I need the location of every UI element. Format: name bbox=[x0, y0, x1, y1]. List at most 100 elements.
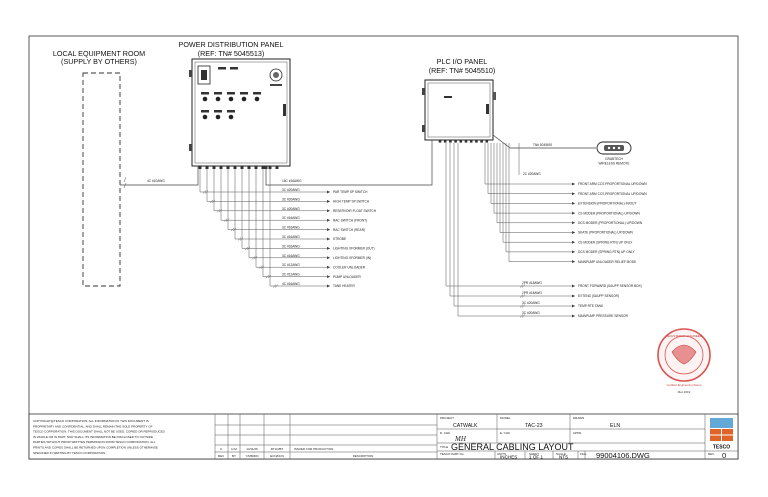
pdp-cable-spec: 3C #16AWG bbox=[282, 235, 300, 239]
pdp-title-line1: POWER DISTRIBUTION PANEL bbox=[179, 40, 284, 49]
plc-lower-destination: TEMP RTE TANK bbox=[578, 304, 604, 308]
plc-upper-destination: SKATE (PROPORTIONAL) UP/DOWN bbox=[578, 231, 633, 235]
model-label: MODEL bbox=[500, 416, 511, 420]
plc-lower-destination: EXTEND (SAUPP SENSOR) bbox=[578, 294, 619, 298]
model-value: TAC-23 bbox=[525, 423, 543, 429]
pdp-cable-destination: PAR TEMP SP SWITCH bbox=[333, 190, 368, 194]
copyright-line: PARTIES WITHOUT PRIOR WRITTEN PERMISSION… bbox=[33, 440, 156, 444]
room-title-line2: (SUPPLY BY OTHERS) bbox=[61, 57, 137, 66]
title-block-frame bbox=[28, 413, 739, 460]
plc-lower-cable-spec: 2PR #18AWG bbox=[522, 291, 542, 295]
sheet-label: SHEET bbox=[529, 452, 539, 456]
pdp-cable-destination: RESERVOIR FLOAT SWITCH bbox=[333, 209, 377, 213]
engineer-stamp: REGISTERED ENGINEER Certified Engineerin… bbox=[657, 328, 711, 394]
pdp-cable-spec: 3C #16AWG bbox=[282, 216, 300, 220]
drawing-title: GENERAL CABLING LAYOUT bbox=[451, 442, 574, 452]
echk-label: E. CHK. bbox=[500, 431, 511, 435]
pdp-meter-label bbox=[270, 84, 282, 86]
scale-label: SCALE bbox=[556, 452, 566, 456]
disconnect-handle bbox=[201, 70, 207, 80]
stamp-inner-ring bbox=[664, 335, 704, 375]
remote-label-line1: GRABTECH bbox=[605, 157, 623, 161]
pdp-cable-spec: 4C #16AWG bbox=[282, 282, 300, 286]
plc-trunk-cable: 2C #20AWG bbox=[523, 172, 541, 176]
stamp-line2: Certified Engineering Stamp bbox=[667, 383, 702, 387]
remote-cable-label: TN# 5045691 bbox=[533, 143, 553, 147]
plc-upper-destination: EXTENSION (PROPORTIONAL) IN/OUT bbox=[578, 202, 636, 206]
pilot-light-1 bbox=[202, 96, 208, 102]
pdp-hinge-bottom bbox=[189, 144, 192, 151]
pdp-cable-spec: 3C #12AWG bbox=[282, 263, 300, 267]
plc-title-line2: (REF: TN# 5045510) bbox=[429, 66, 496, 75]
copyright-notice: COPYRIGHT@TESCO CORPORATION, ALL INFORMA… bbox=[33, 419, 166, 455]
pdp-cable-destination: LIGHTING XFORMER (OUT) bbox=[333, 247, 375, 251]
pdp-cable-destination: COOLER UNLOADER bbox=[333, 265, 366, 269]
plc-upper-destination: FRONT ARM CCS PROPORTIONAL UP/DOWN bbox=[578, 182, 647, 186]
pdp-nameplate-1 bbox=[218, 67, 226, 70]
rev-row-by: H.M bbox=[231, 447, 237, 451]
pdp-cable-spec: 3C #16AWG bbox=[282, 244, 300, 248]
title-label: TITLE bbox=[440, 445, 448, 449]
pdp-cable-destination: HIGH TEMP SP SWITCH bbox=[333, 200, 370, 204]
plc-latch bbox=[486, 104, 489, 114]
checked-value: MH bbox=[454, 435, 467, 443]
plc-nameplate bbox=[444, 96, 452, 98]
pdp-cable-destination: LIGHTING XFORMER (IN) bbox=[333, 256, 371, 260]
pdp-cable-spec: 3C #16AWG bbox=[282, 226, 300, 230]
rev-value: 0 bbox=[722, 451, 726, 460]
wireless-remote: GRABTECH WIRELESS REMOTE bbox=[596, 141, 632, 166]
feed-cable-line bbox=[120, 166, 199, 186]
checked-label: D. CHK. bbox=[440, 431, 451, 435]
pdp-hinge-top bbox=[189, 70, 192, 77]
pdp-plc-trunk bbox=[265, 140, 433, 186]
plc-lower-destination: MAINPUMP PRESSURE SENSOR bbox=[578, 314, 629, 318]
plc-cable-glands bbox=[438, 140, 489, 143]
feed-cable-label: 4C #10AWG bbox=[147, 179, 165, 183]
tesco-part-label: TESCO PART No. bbox=[440, 452, 465, 456]
rev-row-rev: 0 bbox=[220, 447, 222, 451]
plc-upper-destination: CS MODER (PROPORTIONAL) UP/DOWN bbox=[578, 211, 640, 215]
rev-label: REV. bbox=[708, 452, 715, 456]
plc-upper-destination: CS MODER (SPRING RTN) UP ONLY bbox=[578, 240, 633, 244]
pdp-cable-destination: STROBE bbox=[333, 237, 346, 241]
pdp-cable-spec: 3C #12AWG bbox=[282, 273, 300, 277]
plc-title-line1: PLC I/O PANEL bbox=[437, 57, 488, 66]
pdp-latch bbox=[283, 104, 286, 116]
pilot-light-2 bbox=[215, 96, 221, 102]
stamp-date: Mar 2019 bbox=[678, 390, 691, 394]
pdp-cable-spec: 3C #20AWG bbox=[282, 188, 300, 192]
rev-header-by: BY bbox=[232, 454, 236, 458]
pilot-light-7 bbox=[215, 114, 221, 120]
plc-upper-destination: MAINPUMP UNLOADER RELIEF MODE bbox=[578, 260, 636, 264]
copyright-line: SPECIFIED IN WRITING BY TESCO CORPORATIO… bbox=[33, 451, 106, 455]
pdp-cable-spec: 3C #20AWG bbox=[282, 207, 300, 211]
pilot-light-8 bbox=[228, 114, 234, 120]
rev-header-appr: ECN/DCN bbox=[270, 454, 284, 458]
remote-label-line2: WIRELESS REMOTE bbox=[599, 162, 630, 166]
copyright-line: PROPRIETARY AND CONFIDENTIAL, AND SHALL … bbox=[33, 424, 153, 428]
pilot-light-3 bbox=[228, 96, 234, 102]
plc-lower-cable-spec: 3C #20AWG bbox=[522, 301, 540, 305]
scale-value: NTS bbox=[559, 455, 568, 460]
plc-upper-destination: FRONT ARM CCS PROPORTIONAL UP/DOWN bbox=[578, 192, 647, 196]
pdp-cable-destination: PUMP UNLOADER bbox=[333, 275, 361, 279]
title-block: COPYRIGHT@TESCO CORPORATION, ALL INFORMA… bbox=[28, 413, 739, 460]
sheet-border bbox=[28, 35, 739, 460]
rev-header-rev: REV bbox=[218, 454, 224, 458]
plc-io-panel: PLC I/O PANEL (REF: TN# 5045510) bbox=[422, 57, 496, 143]
project-label: PROJECT bbox=[440, 416, 454, 420]
units-value: INCHES bbox=[500, 455, 517, 460]
file-label: FILE bbox=[580, 452, 586, 456]
copyright-line: COPYRIGHT@TESCO CORPORATION, ALL INFORMA… bbox=[33, 419, 149, 423]
room-box bbox=[82, 72, 121, 287]
plc-lower-cable-spec: 2PR #18AWG bbox=[522, 281, 542, 285]
copyright-line: PRINTS AND COPIES SHALL BE RETURNED UPON… bbox=[33, 446, 158, 450]
pdp-cable-destination: TANK HEATER bbox=[333, 284, 356, 288]
plc-upper-destination: DCS MODER (PROPORTIONAL) UP/DOWN bbox=[578, 221, 643, 225]
units-label: UNITS bbox=[497, 452, 506, 456]
project-value: CATWALK bbox=[453, 423, 478, 429]
plc-enclosure bbox=[424, 79, 494, 141]
plc-hinge-bottom bbox=[422, 125, 425, 132]
